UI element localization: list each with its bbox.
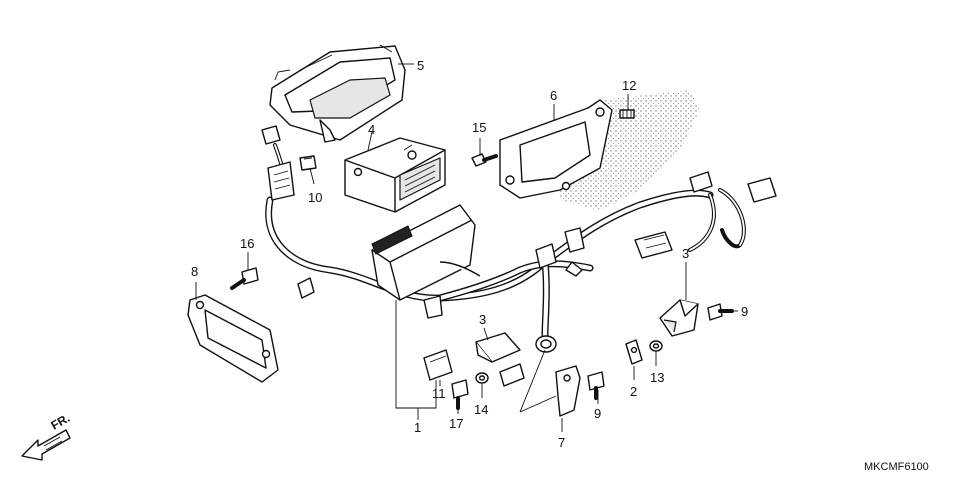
callout-15: 15	[472, 120, 486, 135]
callout-6: 6	[550, 88, 557, 103]
callout-4: 4	[368, 122, 375, 137]
callout-5: 5	[417, 58, 424, 73]
part-5-upper-bracket	[269, 44, 406, 143]
callout-3-left: 3	[479, 312, 486, 327]
part-3-sensor-left	[475, 332, 525, 387]
part-2-bracket	[625, 339, 643, 365]
callout-1: 1	[414, 420, 421, 435]
part-14-washer	[475, 372, 489, 384]
front-direction-label: FR.	[49, 411, 73, 433]
part-15-bolt	[471, 153, 498, 167]
diagram-code: MKCMF6100	[864, 461, 929, 473]
front-direction-arrow	[21, 429, 71, 461]
callout-17: 17	[449, 416, 463, 431]
callout-10: 10	[308, 190, 322, 205]
leader-lines	[195, 63, 738, 432]
part-9-bolt-center	[587, 371, 605, 400]
callout-8: 8	[191, 264, 198, 279]
part-6-mounting-plate	[499, 99, 613, 199]
part-10-bolt	[299, 155, 317, 171]
callout-14: 14	[474, 402, 488, 417]
part-8-side-plate	[187, 294, 279, 383]
part-16-bolt	[230, 267, 259, 290]
part-3-sensor-right	[659, 299, 699, 337]
part-11-connector	[423, 349, 453, 381]
callout-3-right: 3	[682, 246, 689, 261]
harness-junction-box	[371, 204, 481, 301]
callout-16: 16	[240, 236, 254, 251]
part-12-screw	[619, 109, 635, 119]
callout-13: 13	[650, 370, 664, 385]
callout-9-center: 9	[594, 406, 601, 421]
part-4-control-unit	[344, 137, 446, 213]
part-13-washer	[649, 340, 663, 352]
callout-12: 12	[622, 78, 636, 93]
callout-7: 7	[558, 435, 565, 450]
callout-2: 2	[630, 384, 637, 399]
callout-11: 11	[432, 386, 446, 401]
part-1-wire-harness	[261, 125, 777, 353]
part-17-bolt	[451, 379, 469, 410]
callout-9-right: 9	[741, 304, 748, 319]
part-7-stay	[555, 365, 581, 417]
part-9-bolt-right	[707, 303, 734, 321]
